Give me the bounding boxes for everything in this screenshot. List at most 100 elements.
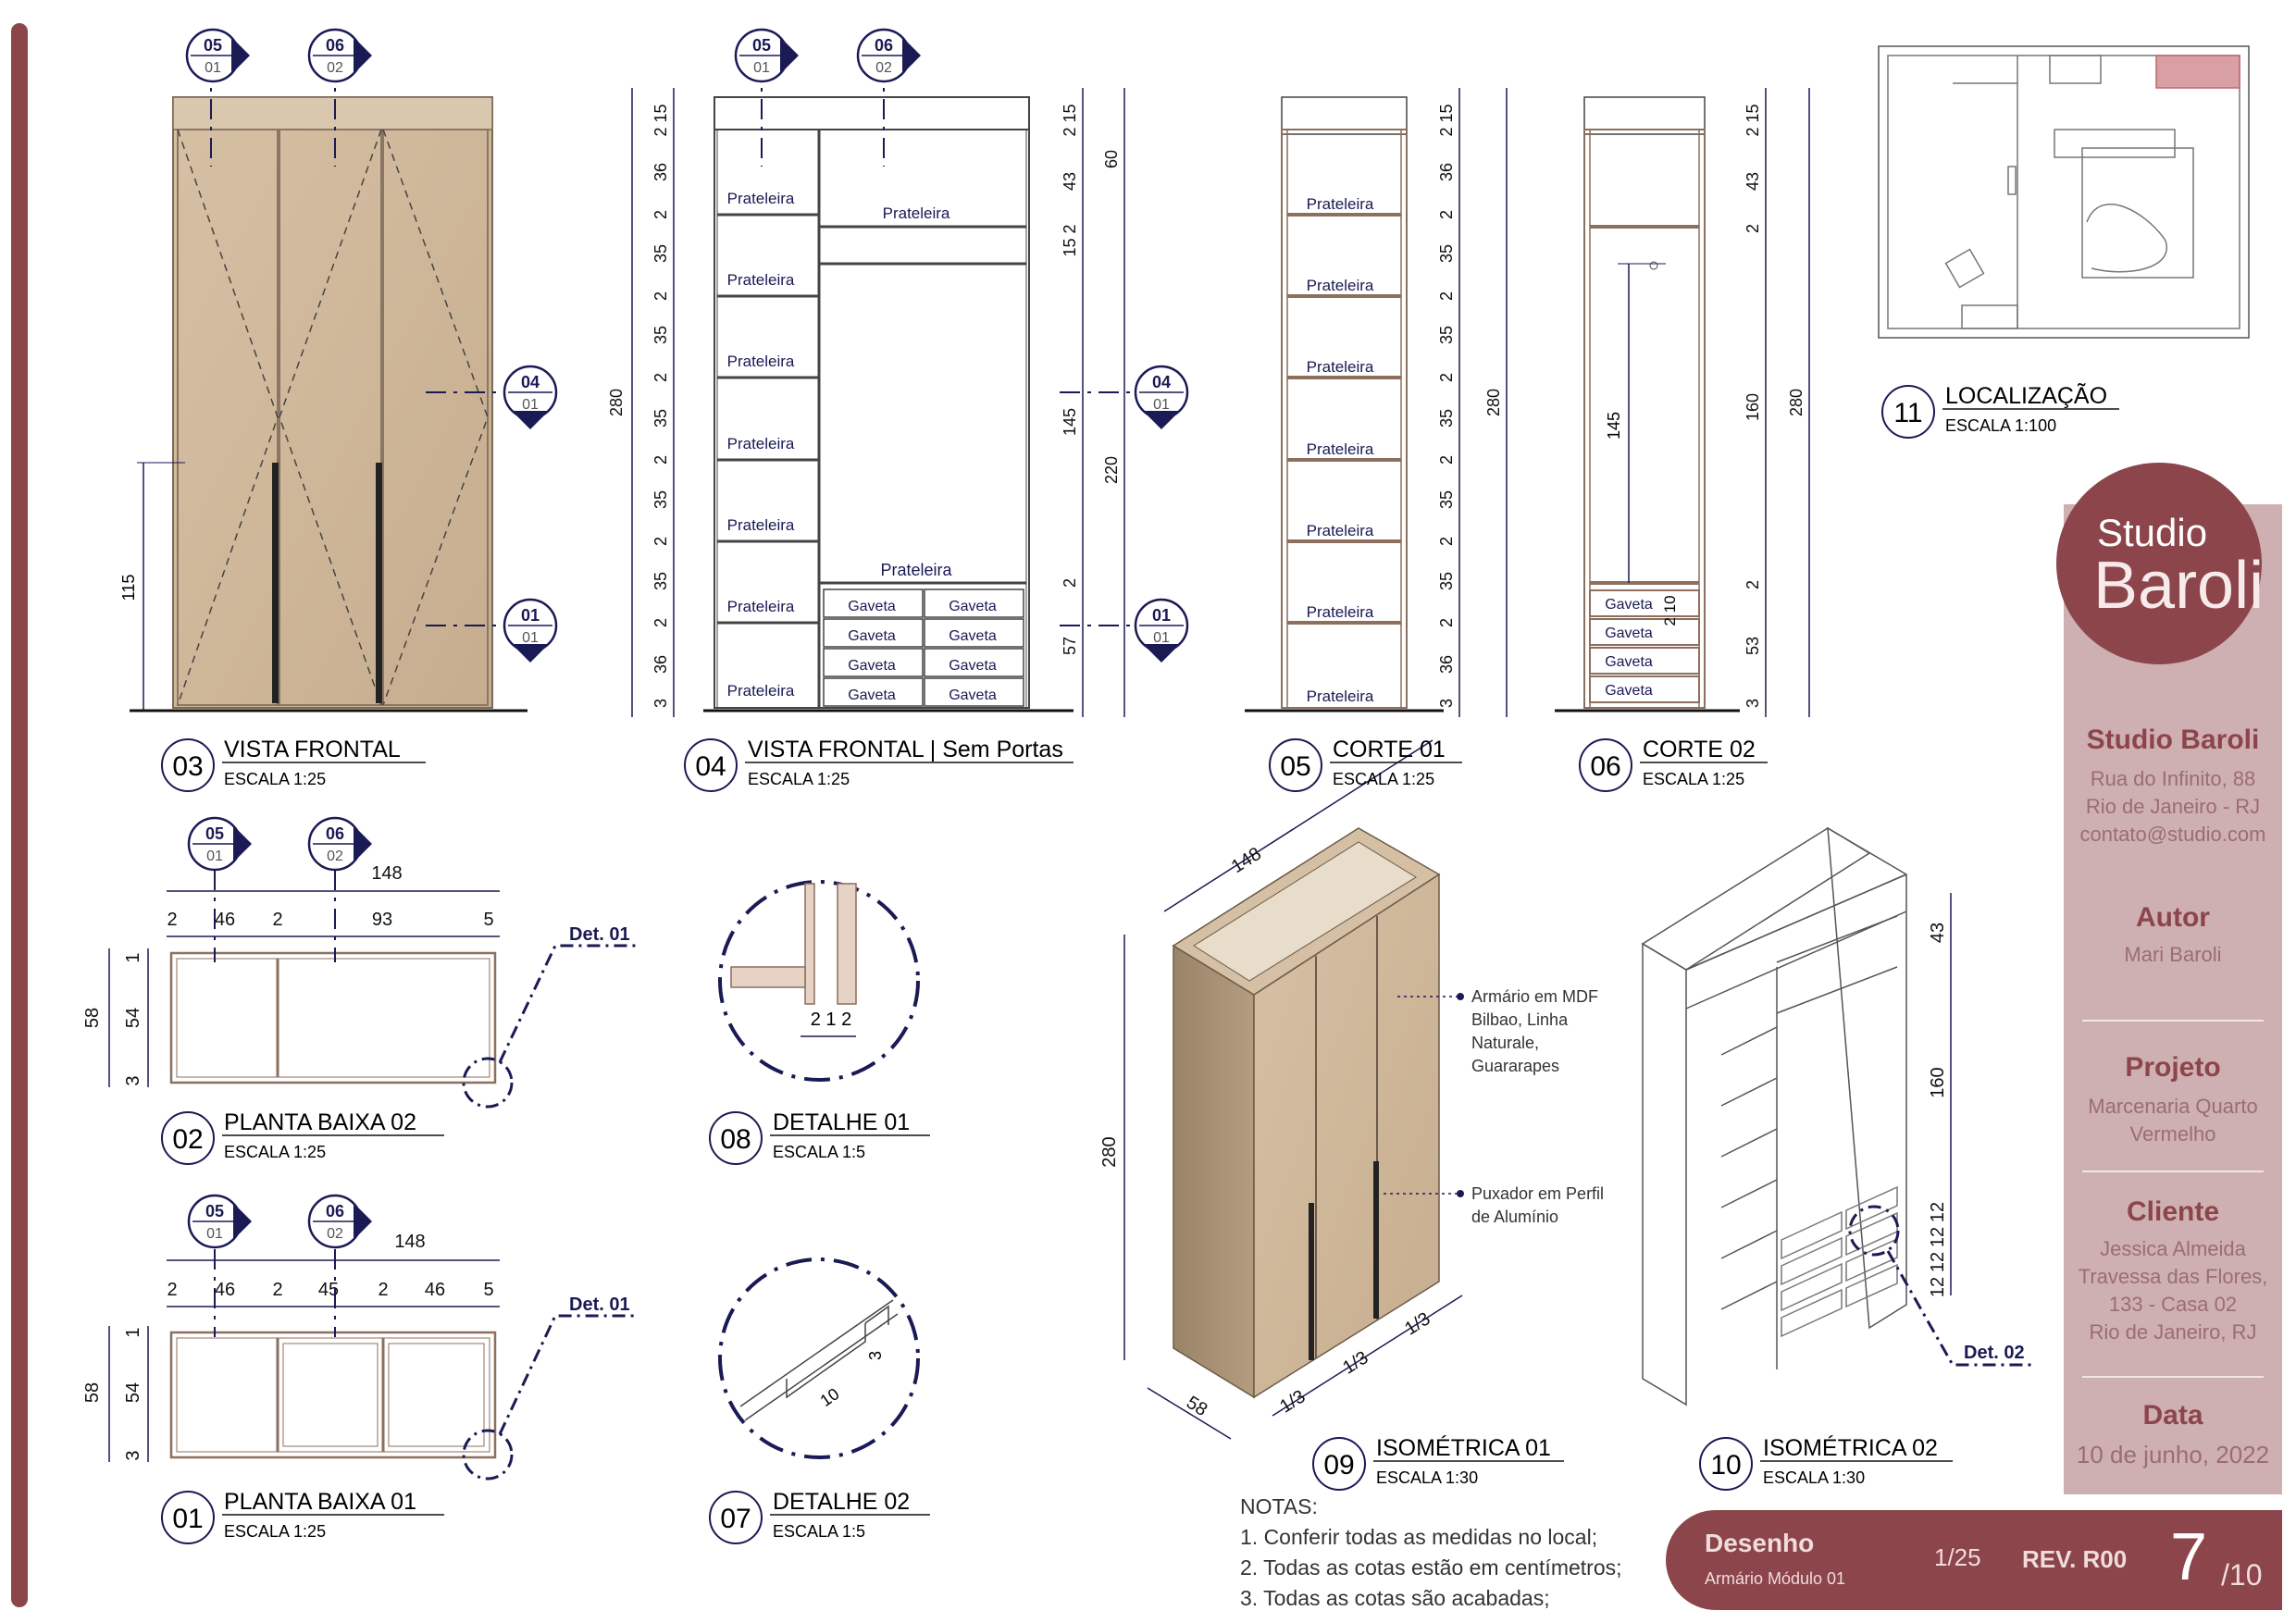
- svg-text:58: 58: [82, 1382, 103, 1403]
- title-v10: 10 ISOMÉTRICA 02 ESCALA 1:30: [1699, 1434, 1953, 1491]
- svg-text:36: 36: [652, 655, 670, 674]
- svg-text:54: 54: [123, 1008, 143, 1028]
- svg-text:36: 36: [652, 163, 670, 181]
- svg-text:ESCALA 1:5: ESCALA 1:5: [773, 1143, 865, 1161]
- project-label: Projeto: [2125, 1052, 2221, 1083]
- svg-text:2: 2: [652, 455, 670, 465]
- svg-text:35: 35: [1437, 244, 1456, 263]
- section-marker-04-v04: 04 01: [1134, 365, 1189, 431]
- svg-text:2: 2: [1437, 291, 1456, 301]
- date-label: Data: [2142, 1400, 2203, 1431]
- svg-text:2: 2: [272, 910, 282, 930]
- view-09-isometric-01: 148 280 58 1/3 1/3 1/3 Armário em MDF Bi…: [1099, 739, 1604, 1440]
- svg-text:01: 01: [1153, 397, 1170, 413]
- svg-text:01: 01: [206, 849, 223, 864]
- svg-text:35: 35: [652, 244, 670, 263]
- svg-text:1/3: 1/3: [1276, 1386, 1309, 1417]
- svg-text:01: 01: [521, 606, 540, 625]
- view-11-location-plan: [1878, 45, 2250, 339]
- svg-text:2 15: 2 15: [652, 104, 670, 136]
- svg-text:Gaveta: Gaveta: [1605, 597, 1653, 613]
- svg-text:220: 220: [1102, 456, 1121, 484]
- iso02-dims: 43 160 12 12 12 12 Det. 02: [1848, 893, 2036, 1367]
- logo-line-1: Studio: [2097, 511, 2208, 554]
- svg-text:54: 54: [123, 1382, 143, 1403]
- svg-text:ESCALA 1:25: ESCALA 1:25: [748, 770, 850, 788]
- title-block-bar: Desenho Armário Módulo 01 1/25 REV. R00 …: [1666, 1510, 2282, 1610]
- svg-text:Prateleira: Prateleira: [1307, 195, 1374, 213]
- svg-text:36: 36: [1437, 163, 1456, 181]
- svg-text:04: 04: [521, 373, 540, 391]
- margin-bar: [11, 23, 28, 1607]
- svg-text:04: 04: [695, 751, 726, 782]
- svg-text:145: 145: [1061, 408, 1079, 436]
- svg-text:Gaveta: Gaveta: [1605, 683, 1653, 699]
- svg-text:03: 03: [172, 751, 203, 782]
- svg-text:Gaveta: Gaveta: [1605, 626, 1653, 641]
- notes-block: NOTAS: 1. Conferir todas as medidas no l…: [1240, 1492, 1622, 1614]
- svg-text:43: 43: [1744, 172, 1762, 191]
- svg-text:2: 2: [1437, 373, 1456, 382]
- svg-text:LOCALIZAÇÃO: LOCALIZAÇÃO: [1945, 382, 2107, 409]
- view-10-isometric-02: [1641, 826, 1907, 1406]
- svg-text:01: 01: [206, 1226, 223, 1242]
- logo-line-2: Baroli: [2093, 549, 2265, 623]
- address-line: Rua do Infinito, 88: [2090, 767, 2256, 790]
- client-value: Rio de Janeiro, RJ: [2089, 1320, 2257, 1344]
- svg-text:Gaveta: Gaveta: [1605, 654, 1653, 670]
- svg-text:280: 280: [607, 389, 626, 416]
- svg-text:Gaveta: Gaveta: [949, 628, 997, 644]
- svg-text:ISOMÉTRICA 01: ISOMÉTRICA 01: [1376, 1434, 1551, 1461]
- svg-text:Prateleira: Prateleira: [1307, 688, 1374, 705]
- svg-text:3: 3: [123, 1075, 143, 1085]
- svg-text:06: 06: [326, 824, 344, 843]
- svg-text:2: 2: [378, 1280, 388, 1300]
- svg-text:2: 2: [1437, 537, 1456, 546]
- svg-text:Prateleira: Prateleira: [1307, 358, 1374, 376]
- view-07-detail-02: 10 3: [718, 1258, 920, 1459]
- svg-text:2 10: 2 10: [1661, 595, 1679, 626]
- svg-text:45: 45: [318, 1280, 339, 1300]
- view-03-front: 115: [119, 60, 527, 712]
- svg-text:3: 3: [652, 699, 670, 708]
- svg-text:35: 35: [652, 490, 670, 509]
- section-marker-01-v04: 01 01: [1134, 598, 1189, 664]
- svg-text:145: 145: [1605, 412, 1623, 440]
- title-v05: 05 CORTE 01 ESCALA 1:25: [1269, 737, 1462, 792]
- svg-text:148: 148: [394, 1232, 425, 1252]
- note-item: 2. Todas as cotas estão em centímetros;: [1240, 1555, 1622, 1580]
- title-v01: 01 PLANTA BAIXA 01 ESCALA 1:25: [161, 1489, 444, 1544]
- drawing-name: Armário Módulo 01: [1705, 1569, 1846, 1588]
- svg-text:05: 05: [204, 36, 222, 55]
- svg-text:01: 01: [172, 1504, 203, 1534]
- section-marker-05-plan02: 05 01: [187, 816, 254, 872]
- section-marker-05-plan01: 05 01: [187, 1194, 254, 1249]
- svg-text:PLANTA BAIXA 01: PLANTA BAIXA 01: [224, 1489, 416, 1515]
- section-marker-06-plan01: 06 02: [307, 1194, 374, 1249]
- svg-text:5: 5: [483, 910, 493, 930]
- title-v06: 06 CORTE 02 ESCALA 1:25: [1579, 737, 1768, 792]
- section-marker-06-top: 06 02: [307, 28, 374, 83]
- svg-text:Prateleira: Prateleira: [880, 561, 952, 579]
- svg-text:de Alumínio: de Alumínio: [1471, 1208, 1558, 1226]
- svg-text:35: 35: [652, 326, 670, 344]
- svg-text:2: 2: [1061, 578, 1079, 588]
- svg-text:35: 35: [652, 572, 670, 590]
- svg-text:ESCALA 1:25: ESCALA 1:25: [224, 1522, 326, 1541]
- title-v08: 08 DETALHE 01 ESCALA 1:5: [709, 1109, 930, 1165]
- svg-text:46: 46: [215, 910, 235, 930]
- svg-text:06: 06: [326, 36, 344, 55]
- view-01-plan-01: 148 2 46 2 45 2 46 5 1 54 3 58 Det. 01: [82, 1232, 639, 1481]
- svg-text:1: 1: [123, 1327, 143, 1337]
- contact-email: contato@studio.com: [2079, 823, 2266, 846]
- svg-text:01: 01: [753, 60, 770, 76]
- address-line: Rio de Janeiro - RJ: [2085, 795, 2261, 818]
- svg-text:Prateleira: Prateleira: [727, 516, 795, 534]
- svg-text:2: 2: [652, 291, 670, 301]
- author-value: Mari Baroli: [2124, 943, 2222, 966]
- svg-text:280: 280: [1099, 1136, 1120, 1167]
- svg-text:1/3: 1/3: [1339, 1347, 1371, 1378]
- svg-text:35: 35: [1437, 572, 1456, 590]
- svg-text:2 15: 2 15: [1061, 104, 1079, 136]
